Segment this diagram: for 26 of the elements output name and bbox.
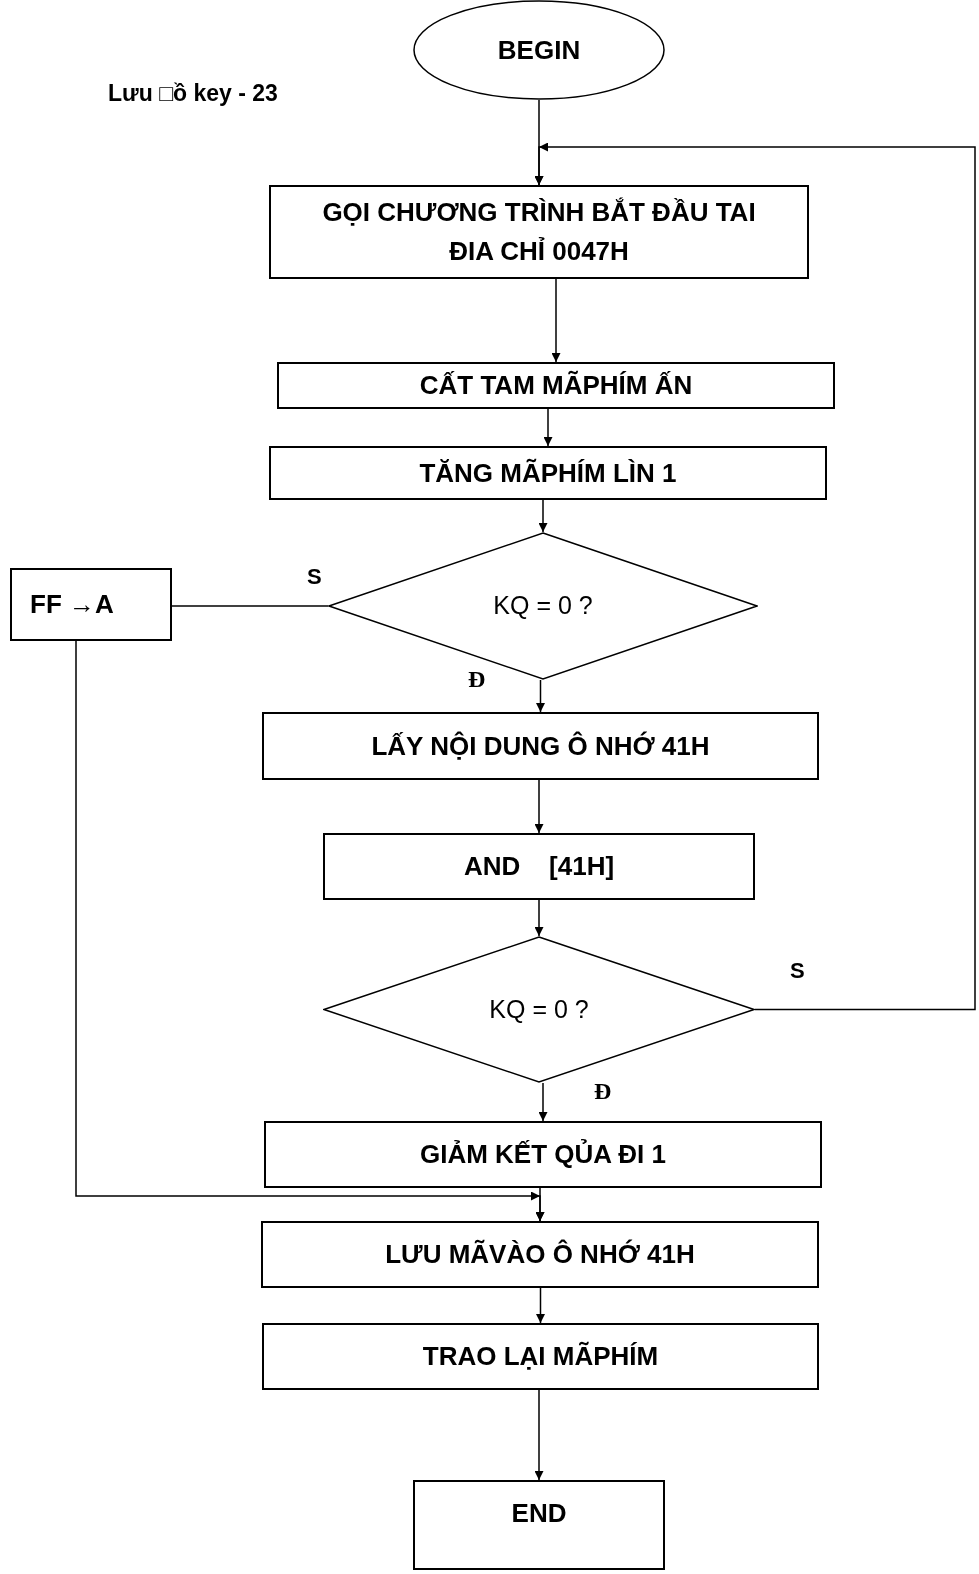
process-box xyxy=(262,1323,819,1390)
step-text: GIẢM KẾT QỦA ĐI 1 xyxy=(419,1138,667,1171)
process-box xyxy=(269,185,809,279)
step-text: FF →A xyxy=(30,588,114,621)
process-box xyxy=(10,568,172,641)
step-text: CẤT TAM MÃPHÍM ẤN xyxy=(419,369,693,402)
process-box xyxy=(269,446,827,500)
step-text: TĂNG MÃPHÍM LÌN 1 xyxy=(419,456,677,490)
step-text: BEGIN xyxy=(497,33,581,67)
process-box xyxy=(277,362,835,409)
process-box xyxy=(413,1480,665,1570)
step-text: AND [41H] xyxy=(463,850,615,883)
terminal-ellipse xyxy=(413,0,665,100)
step-text: END xyxy=(511,1497,567,1530)
step-text: TRAO LẠI MÃPHÍM xyxy=(422,1340,659,1373)
step-text: LƯU MÃVÀO Ô NHỚ 41H xyxy=(385,1238,695,1271)
step-text: GỌI CHƯƠNG TRÌNH BẮT ĐẦU TAI ĐIA CHỈ 0047H xyxy=(321,196,757,268)
process-box xyxy=(262,712,819,780)
process-box xyxy=(261,1221,819,1288)
step-text: LẤY NỘI DUNG Ô NHỚ 41H xyxy=(371,729,710,763)
step-text: KQ = 0 ? xyxy=(493,590,593,622)
diagram-label: Lưu □ồ key - 23 xyxy=(106,80,280,107)
decision-diamond xyxy=(323,936,755,1083)
step-text: KQ = 0 ? xyxy=(489,993,589,1025)
process-box xyxy=(264,1121,822,1188)
process-box xyxy=(323,833,755,900)
